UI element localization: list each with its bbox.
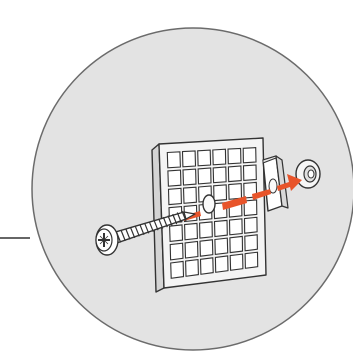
screw-icon [95, 210, 196, 256]
thread-line [172, 213, 178, 225]
grid-cell [197, 149, 212, 167]
grid-cell [167, 169, 182, 187]
thread-line [153, 219, 159, 231]
grid-cell [169, 242, 184, 261]
grid-cell [244, 234, 258, 252]
grid-cell [197, 167, 212, 185]
panel-grid [166, 147, 259, 279]
grid-cell [212, 148, 227, 166]
panel-hole [202, 194, 216, 214]
grid-cell [227, 165, 242, 183]
grid-cell [243, 199, 258, 217]
grid-cell [184, 240, 199, 259]
grid-cell [199, 239, 214, 257]
grid-cell [213, 184, 228, 202]
thread-line [181, 210, 187, 222]
grid-cell [243, 216, 258, 234]
grid-cell [227, 147, 242, 165]
grid-cell [182, 186, 197, 204]
grid-cell [214, 255, 229, 273]
thread-line [139, 224, 145, 236]
grid-cell [181, 150, 197, 168]
wall-plug-panel-icon [151, 137, 267, 293]
grid-cell [169, 224, 184, 243]
thread-line [134, 226, 140, 237]
thread-line [162, 216, 168, 228]
grid-cell [244, 251, 259, 269]
grid-cell [242, 147, 257, 164]
thread-line [158, 218, 164, 229]
thread-line [125, 229, 131, 240]
grid-cell [242, 164, 257, 181]
washer-icon [295, 159, 321, 189]
grid-cell [228, 183, 243, 200]
grid-cell [166, 151, 181, 169]
grid-cell [184, 222, 198, 241]
grid-cell [214, 237, 229, 256]
thread-line [130, 227, 136, 239]
grid-cell [170, 260, 185, 279]
grid-cell [212, 166, 227, 184]
thread-line [120, 230, 126, 242]
grid-cell [185, 258, 199, 277]
grid-cell [228, 218, 243, 236]
grid-cell [199, 221, 213, 239]
grid-cell [182, 168, 197, 186]
grid-cell [199, 257, 214, 275]
grid-cell [167, 187, 182, 206]
grid-cell [229, 253, 244, 271]
thread-line [148, 221, 154, 232]
grid-cell [213, 219, 228, 238]
thread-line [176, 212, 182, 223]
grid-cell [229, 235, 244, 254]
thread-line [167, 215, 173, 226]
thread-line [144, 223, 150, 234]
